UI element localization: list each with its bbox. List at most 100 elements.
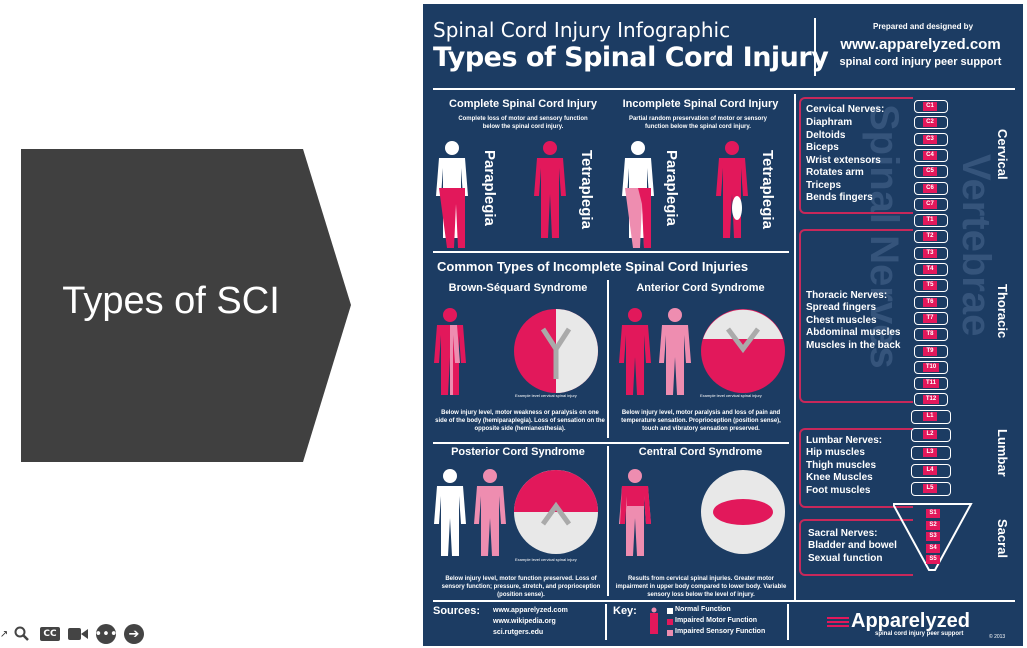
captions-button[interactable]: CC bbox=[40, 627, 60, 641]
divider bbox=[433, 600, 1015, 602]
vertebra-t5: T5 bbox=[914, 279, 948, 293]
vertebra-c6: C6 bbox=[914, 181, 948, 195]
central-cord-title: Central Cord Syndrome bbox=[638, 446, 763, 458]
vertebra-c3: C3 bbox=[914, 132, 948, 146]
divider bbox=[787, 604, 789, 640]
divider bbox=[607, 280, 609, 438]
thoracic-nerves-box bbox=[799, 229, 913, 403]
complete-paraplegia-label: Paraplegia bbox=[481, 150, 498, 226]
divider bbox=[794, 94, 796, 600]
key-figure-icon bbox=[650, 607, 658, 634]
sensory-swatch bbox=[667, 630, 673, 636]
posterior-cord-caption: Example level cervical spinal injury bbox=[515, 557, 577, 562]
sacral-nerves-title: Sacral Nerves: bbox=[808, 528, 878, 539]
sacral-nerves-box bbox=[799, 519, 913, 576]
vertebra-t6: T6 bbox=[914, 295, 948, 309]
slide-title: Types of SCI bbox=[62, 280, 280, 322]
poster-subtitle: Spinal Cord Injury Infographic bbox=[433, 18, 731, 42]
peer-support-text: spinal cord injury peer support bbox=[839, 56, 1002, 68]
vertebra-t1: T1 bbox=[914, 214, 948, 228]
cervical-nerves-list: Diaphram Deltoids Biceps Wrist extensors… bbox=[806, 117, 881, 203]
divider bbox=[605, 604, 607, 640]
sacral-region-label: Sacral bbox=[995, 519, 1010, 559]
sacral-s4: S4 bbox=[926, 543, 940, 553]
website-text: www.apparelyzed.com bbox=[840, 36, 1001, 53]
header-divider bbox=[814, 18, 816, 76]
key-title: Key: bbox=[613, 605, 637, 617]
source-link[interactable]: www.apparelyzed.com bbox=[493, 607, 568, 614]
vertebra-t7: T7 bbox=[914, 311, 948, 325]
vertebra-t4: T4 bbox=[914, 263, 948, 276]
video-camera-icon[interactable] bbox=[67, 624, 89, 644]
logo-subtitle: spinal cord injury peer support bbox=[875, 631, 964, 637]
motor-swatch bbox=[667, 619, 673, 625]
syndrome-figures-top bbox=[434, 308, 785, 395]
divider bbox=[433, 88, 1015, 90]
divider bbox=[433, 442, 789, 444]
divider bbox=[607, 446, 609, 596]
apparelyzed-logo: Apparelyzed bbox=[851, 610, 970, 632]
prepared-by-text: Prepared and designed by bbox=[872, 22, 974, 31]
slide-title-shape bbox=[21, 149, 351, 462]
vertebra-c5: C5 bbox=[914, 165, 948, 179]
vertebra-l5: L5 bbox=[911, 481, 951, 496]
complete-sci-desc: Complete loss of motor and sensory funct… bbox=[458, 116, 588, 130]
normal-swatch bbox=[667, 608, 673, 614]
infographic-poster: Spinal Cord Injury Infographic Types of … bbox=[423, 4, 1023, 646]
vertebra-t3: T3 bbox=[914, 246, 948, 260]
vertebra-t8: T8 bbox=[914, 328, 948, 342]
more-options-icon[interactable]: ••• bbox=[95, 624, 118, 644]
source-link[interactable]: sci.rutgers.edu bbox=[493, 629, 544, 636]
key-sensory-label: Impaired Sensory Function bbox=[675, 628, 766, 635]
brown-sequard-desc: Below injury level, motor weakness or pa… bbox=[435, 410, 605, 432]
vertebra-l4: L4 bbox=[911, 463, 951, 478]
lumbar-region-label: Lumbar bbox=[995, 429, 1010, 477]
sacral-s1: S1 bbox=[926, 509, 940, 518]
next-arrow-icon[interactable]: ➔ bbox=[124, 624, 144, 644]
source-link[interactable]: www.wikipedia.org bbox=[493, 618, 556, 625]
complete-sci-title: Complete Spinal Cord Injury bbox=[449, 98, 597, 110]
vertebra-l2: L2 bbox=[911, 427, 951, 442]
vertebra-c1: C1 bbox=[914, 100, 948, 113]
syndrome-figures-bottom bbox=[434, 469, 785, 556]
cervical-region-label: Cervical bbox=[995, 129, 1010, 180]
lumbar-nerves-title: Lumbar Nerves: bbox=[806, 435, 883, 446]
brown-sequard-caption: Example level cervical spinal injury bbox=[515, 393, 577, 398]
incomplete-tetraplegia-label: Tetraplegia bbox=[759, 150, 776, 229]
brown-sequard-title: Brown-Séquard Syndrome bbox=[448, 282, 588, 294]
posterior-cord-desc: Below injury level, motor function prese… bbox=[441, 576, 601, 598]
anterior-cord-title: Anterior Cord Syndrome bbox=[636, 282, 765, 294]
vertebra-c7: C7 bbox=[914, 197, 948, 211]
cervical-nerves-title: Cervical Nerves: bbox=[806, 104, 885, 115]
cervical-nerves-box bbox=[799, 97, 913, 214]
key-motor-label: Impaired Motor Function bbox=[675, 617, 758, 624]
complete-tetraplegia-label: Tetraplegia bbox=[578, 150, 595, 229]
thoracic-region-label: Thoracic bbox=[995, 284, 1010, 339]
sacrum-shape bbox=[893, 503, 973, 571]
expand-icon[interactable]: ↗ bbox=[0, 628, 9, 640]
search-icon[interactable] bbox=[12, 624, 32, 644]
key-normal-label: Normal Function bbox=[675, 606, 731, 613]
sacral-s2: S2 bbox=[926, 520, 940, 530]
vertebra-c4: C4 bbox=[914, 148, 948, 162]
thoracic-nerves-title: Thoracic Nerves: bbox=[806, 290, 888, 301]
complete-incomplete-figures bbox=[436, 141, 748, 248]
sacral-s5: S5 bbox=[926, 555, 940, 564]
poster-title: Types of Spinal Cord Injury bbox=[433, 42, 829, 73]
incomplete-sci-title: Incomplete Spinal Cord Injury bbox=[622, 98, 779, 110]
vertebra-t2: T2 bbox=[914, 230, 948, 244]
vertebra-t11: T11 bbox=[914, 377, 948, 391]
thoracic-nerves-list: Spread fingers Chest muscles Abdominal m… bbox=[806, 302, 901, 351]
vertebra-l1: L1 bbox=[911, 409, 951, 424]
incomplete-paraplegia-label: Paraplegia bbox=[663, 150, 680, 226]
logo-stripes-icon bbox=[827, 617, 849, 627]
anterior-cord-caption: Example level cervical spinal injury bbox=[700, 393, 762, 398]
lumbar-nerves-box bbox=[799, 428, 913, 508]
spinal-nerves-watermark: Spinal Nerves bbox=[862, 104, 906, 369]
vertebra-t9: T9 bbox=[914, 344, 948, 358]
vertebra-t12: T12 bbox=[914, 393, 948, 407]
lumbar-nerves-list: Hip muscles Thigh muscles Knee Muscles F… bbox=[806, 447, 877, 496]
sources-list: www.apparelyzed.com www.wikipedia.org sc… bbox=[493, 605, 568, 638]
common-types-title: Common Types of Incomplete Spinal Cord I… bbox=[437, 259, 749, 274]
central-cord-desc: Results from cervical spinal injuries. G… bbox=[615, 576, 787, 598]
